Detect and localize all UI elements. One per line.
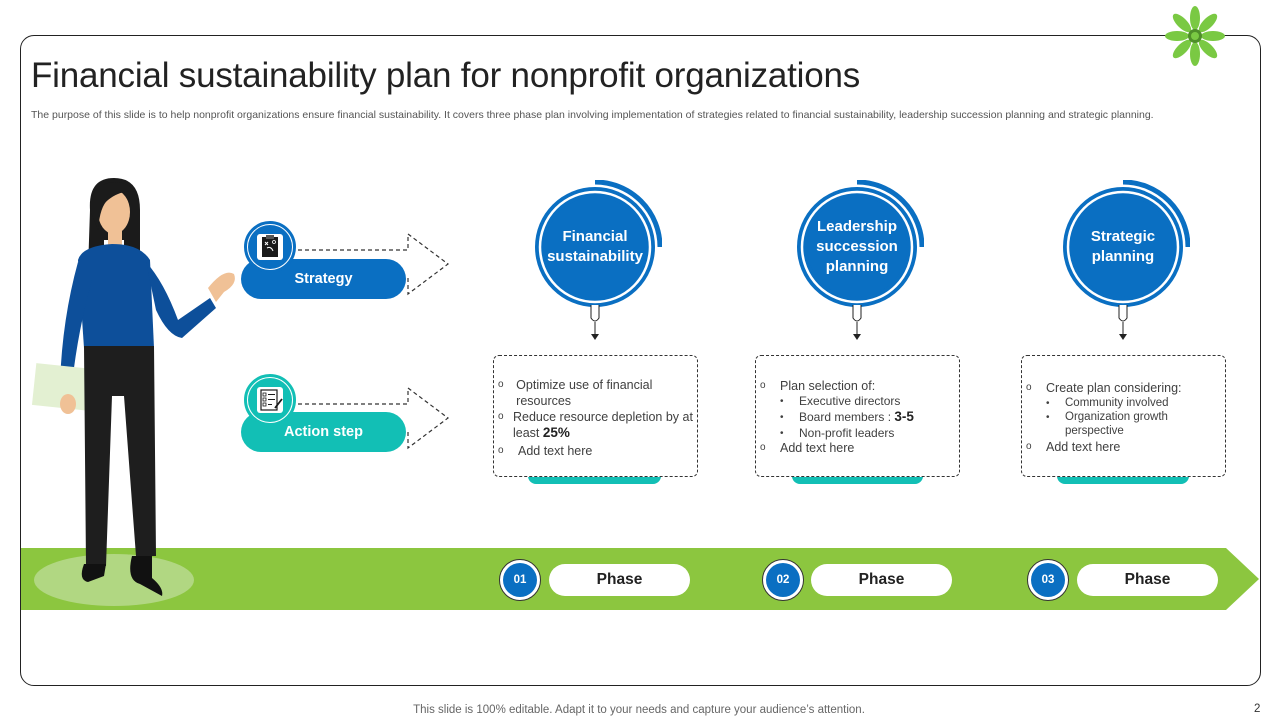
- footer-note: This slide is 100% editable. Adapt it to…: [413, 704, 865, 716]
- page-number: 2: [1254, 703, 1261, 715]
- page-title: Financial sustainability plan for nonpro…: [31, 56, 861, 95]
- phase-3-number: 03: [1027, 559, 1069, 601]
- phase-1-label: Phase: [549, 564, 690, 596]
- card-2-accent: [792, 474, 923, 484]
- action-step-badge: [244, 374, 296, 426]
- strategy-badge: [244, 221, 296, 273]
- flower-icon: [1165, 6, 1225, 66]
- strategy-dashed-arrow: [298, 232, 449, 296]
- presenter-illustration: [31, 178, 235, 606]
- phase-2-number: 02: [762, 559, 804, 601]
- card-1-accent: [528, 474, 661, 484]
- checklist-icon: [257, 387, 283, 413]
- page-subtitle: The purpose of this slide is to help non…: [31, 109, 1154, 121]
- phase-3-label: Phase: [1077, 564, 1218, 596]
- card-3-accent: [1057, 474, 1189, 484]
- phase-2-label: Phase: [811, 564, 952, 596]
- slide-frame: [20, 35, 1261, 686]
- strategy-board-icon: [257, 234, 283, 260]
- action-dashed-arrow: [298, 386, 449, 450]
- phase-1-number: 01: [499, 559, 541, 601]
